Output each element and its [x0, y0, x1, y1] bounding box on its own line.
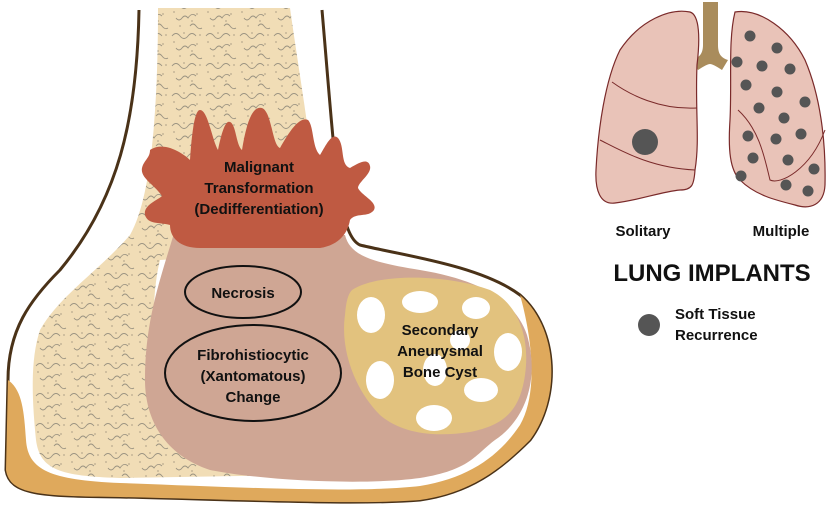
fibrohistiocytic-ellipse	[164, 324, 342, 422]
abc-label-line-2: Aneurysmal	[397, 343, 483, 360]
cyst-cavities	[357, 291, 522, 431]
tumor-label-line-3: (Dedifferentiation)	[194, 201, 323, 218]
multiple-label: Multiple	[753, 223, 810, 240]
left-lung-fissure-2	[599, 139, 696, 171]
left-lung-fissure-1	[611, 81, 698, 109]
fibro-label-line-1: Fibrohistiocytic	[197, 347, 309, 364]
tumor-label-line-1: Malignant	[224, 159, 294, 176]
bone-cortex	[6, 295, 552, 503]
tumor-label-line-2: Transformation	[204, 180, 313, 197]
necrosis-label: Necrosis	[211, 285, 274, 302]
solitary-label: Solitary	[615, 223, 671, 240]
bone: Malignant Transformation (Dedifferentiat…	[4, 8, 553, 504]
fibro-label-line-2: (Xantomatous)	[201, 368, 306, 385]
abc-label-line-3: Bone Cyst	[403, 364, 477, 381]
lung-implants-title: LUNG IMPLANTS	[613, 260, 810, 287]
abc-label-line-1: Secondary	[402, 322, 479, 339]
legend-nodule-icon	[638, 314, 660, 336]
lungs: Solitary Multiple LUNG IMPLANTS Soft Tis…	[595, 2, 826, 344]
multiple-nodules	[731, 30, 820, 197]
solitary-nodule	[632, 129, 658, 155]
trachea	[692, 2, 728, 70]
bone-outline-left	[4, 9, 553, 504]
necrosis-ellipse	[184, 265, 302, 319]
right-lung-fissure-1	[737, 109, 826, 182]
legend-label-line-1: Soft Tissue	[675, 306, 756, 323]
malignant-transformation-mass	[141, 107, 375, 248]
left-lung	[595, 10, 700, 204]
legend-label-line-2: Recurrence	[675, 327, 758, 344]
fibro-label-line-3: Change	[225, 389, 280, 406]
